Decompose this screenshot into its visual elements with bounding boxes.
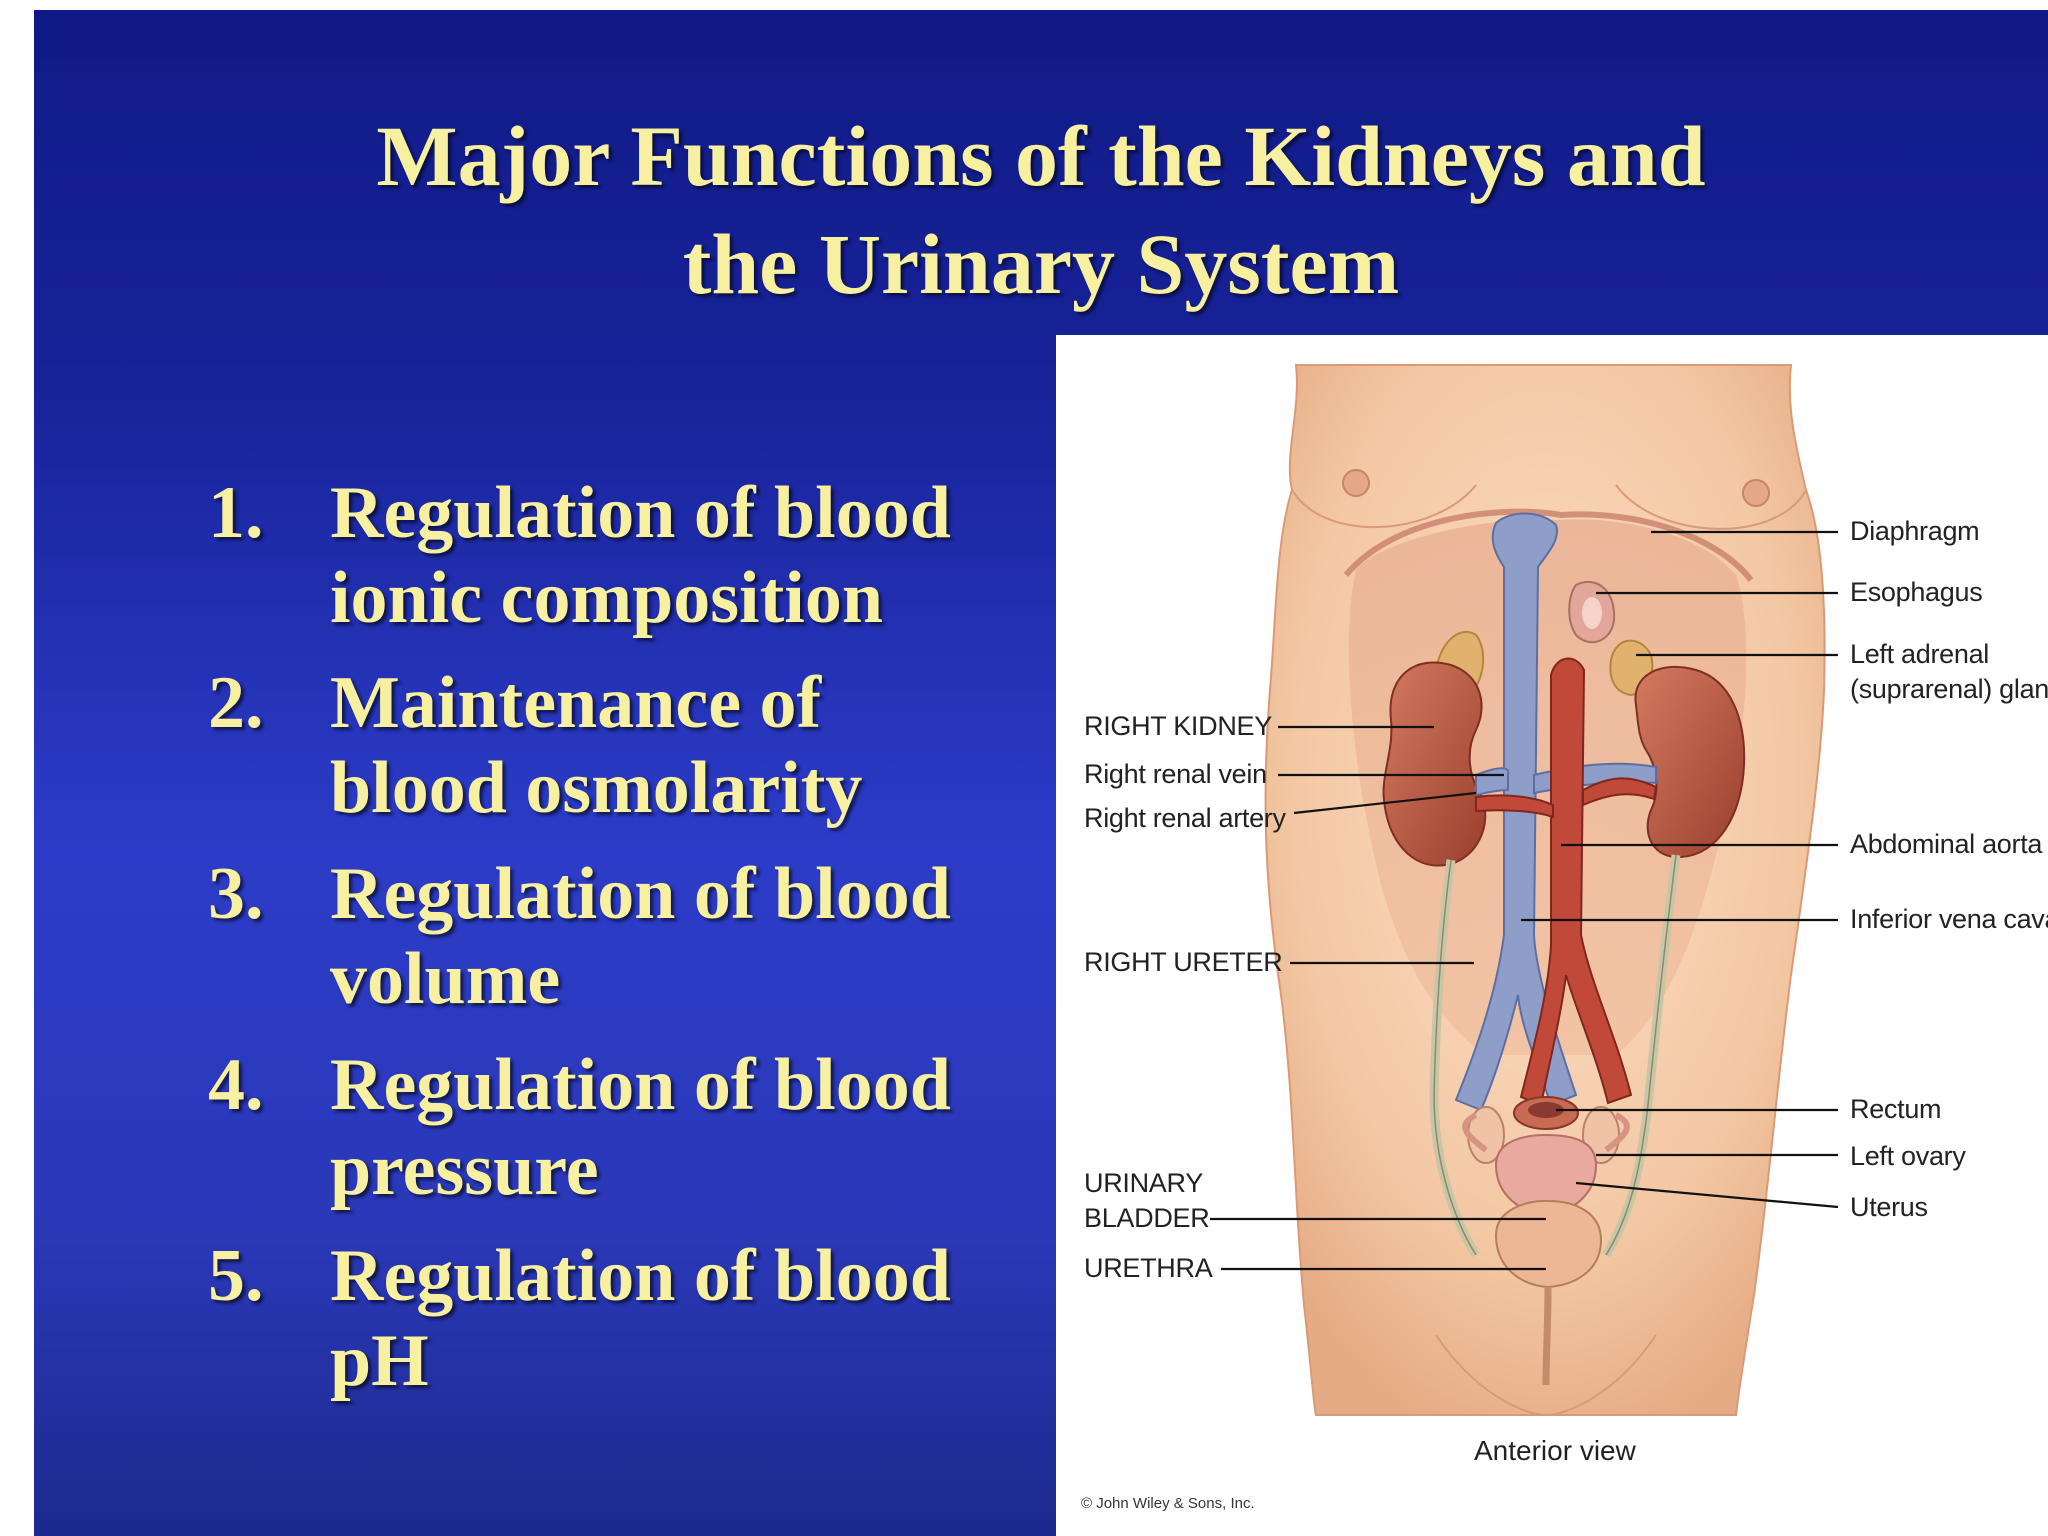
right-kidney xyxy=(1382,661,1487,867)
slide-title-line-1: Major Functions of the Kidneys and xyxy=(376,108,1706,204)
left-kidney xyxy=(1634,665,1746,859)
slide-title-line-2: the Urinary System xyxy=(682,216,1400,312)
item-number: 2. xyxy=(208,662,264,744)
item-number: 1. xyxy=(208,472,264,554)
abdominal-aorta xyxy=(1519,657,1633,1107)
item-text-line-1: Regulation of blood xyxy=(330,472,951,554)
label-urinary-bladder-line-1: URINARY xyxy=(1084,1168,1203,1198)
item-number: 3. xyxy=(208,853,264,935)
item-text-line-2: pressure xyxy=(330,1129,599,1211)
label-rectum: Rectum xyxy=(1850,1094,1942,1124)
item-text-line-2: volume xyxy=(330,938,561,1020)
urinary-system-figure: RIGHT KIDNEY Right renal vein Right rena… xyxy=(1056,335,2048,1536)
label-abdominal-aorta: Abdominal aorta xyxy=(1850,829,2043,859)
inferior-vena-cava xyxy=(1454,512,1578,1112)
item-text-line-2: ionic composition xyxy=(330,557,883,639)
label-right-renal-artery: Right renal artery xyxy=(1084,803,1286,833)
urinary-bladder xyxy=(1494,1199,1603,1289)
label-right-renal-vein: Right renal vein xyxy=(1084,759,1267,789)
label-left-ovary: Left ovary xyxy=(1850,1141,1966,1171)
figure-caption: Anterior view xyxy=(1474,1435,1636,1466)
anatomy-illustration xyxy=(1210,364,1839,1417)
item-text-line-1: Regulation of blood xyxy=(330,853,951,935)
item-text-line-1: Maintenance of xyxy=(330,662,822,744)
diaphragm xyxy=(1343,508,1754,582)
label-left-adrenal-line-2: (suprarenal) gland xyxy=(1850,674,2048,704)
label-left-adrenal-line-1: Left adrenal xyxy=(1850,639,1990,669)
label-diaphragm: Diaphragm xyxy=(1850,516,1980,546)
label-right-ureter: RIGHT URETER xyxy=(1084,947,1283,977)
label-esophagus: Esophagus xyxy=(1850,577,1983,607)
item-number: 4. xyxy=(208,1044,264,1126)
urethra xyxy=(1542,1286,1552,1386)
label-right-kidney: RIGHT KIDNEY xyxy=(1084,711,1272,741)
item-text-line-1: Regulation of blood xyxy=(330,1044,951,1126)
copyright-notice: © John Wiley & Sons, Inc. xyxy=(1081,1495,1255,1512)
label-urethra: URETHRA xyxy=(1084,1253,1213,1283)
item-text-line-1: Regulation of blood xyxy=(330,1235,951,1317)
label-inferior-vena-cava: Inferior vena cava xyxy=(1850,904,2048,934)
item-text-line-2: blood osmolarity xyxy=(330,747,863,829)
item-text-line-2: pH xyxy=(330,1320,429,1402)
item-number: 5. xyxy=(208,1235,264,1317)
label-uterus: Uterus xyxy=(1850,1192,1928,1222)
label-urinary-bladder-line-2: BLADDER xyxy=(1084,1203,1210,1233)
